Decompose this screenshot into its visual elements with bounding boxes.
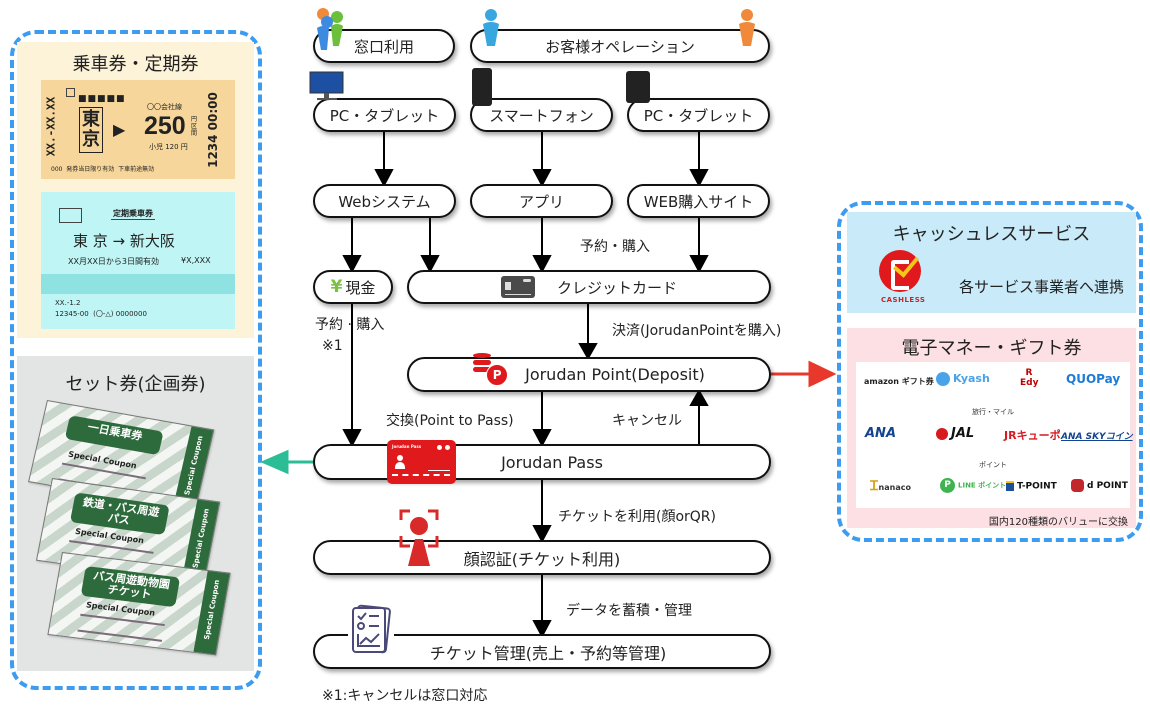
web-system-node[interactable]: Webシステム — [313, 184, 456, 218]
person-orange-icon — [736, 8, 758, 48]
pc-tablet-label-2: PC・タブレット — [643, 106, 754, 125]
people-group-icon — [313, 6, 349, 52]
pass-line2: 12345-00 (〇-△) 0000000 — [55, 310, 147, 318]
arrow-to-emoney — [771, 360, 837, 388]
emoney-panel: 電子マネー・ギフト券 amazon ギフト券 Kyash R Edy QUOPa… — [847, 328, 1136, 528]
cash-note-ref: ※1 — [322, 338, 343, 354]
exchange-label: 交換(Point to Pass) — [386, 413, 514, 429]
cancel-label: キャンセル — [612, 413, 682, 429]
points-label: ポイント — [979, 461, 1007, 469]
pass-card-label: Jorudan Pass — [392, 444, 422, 449]
pass-stripe — [41, 274, 235, 294]
t-point-logo: T-POINT — [1006, 481, 1057, 492]
set-ticket-title: セット券(企画券) — [65, 374, 206, 395]
pass-box — [59, 208, 82, 223]
quopay-logo: QUOPay — [1066, 372, 1121, 386]
kyash-logo: Kyash — [936, 372, 990, 386]
customer-node[interactable]: お客様オペレーション — [470, 29, 770, 63]
ticket-unit: 円区間 — [191, 116, 198, 137]
jorudan-pass-card-icon: Jorudan Pass — [387, 440, 456, 484]
pc-tablet-node-1[interactable]: PC・タブレット — [313, 98, 456, 132]
ticket-company: 〇〇会社線 — [147, 103, 182, 111]
jorudan-pass-label: Jorudan Pass — [501, 452, 603, 472]
reserve-purchase-label: 予約・購入 — [580, 239, 650, 255]
nanaco-logo: Ꮖnanaco — [870, 479, 911, 494]
jr-kyupo-logo: JRキューポ — [1004, 429, 1061, 442]
ticket-child: 小児 120 円 — [149, 143, 188, 151]
store-data-label: データを蓄積・管理 — [566, 603, 692, 619]
arrows-black — [342, 131, 709, 639]
pass-heading: 定期乗車券 — [111, 209, 155, 220]
left-group-frame — [10, 30, 262, 690]
pc-tablet-label-1: PC・タブレット — [329, 106, 440, 125]
jorudan-point-label: Jorudan Point(Deposit) — [525, 365, 705, 384]
right-group-frame — [837, 201, 1143, 542]
cashless-title: キャッシュレスサービス — [892, 224, 1091, 245]
counter-label: 窓口利用 — [353, 37, 414, 56]
pass-price: ¥X,XXX — [181, 256, 211, 265]
cashless-text: 各サービス事業者へ連携 — [959, 278, 1125, 296]
face-recognition-icon — [399, 509, 439, 568]
train-ticket: XX.-XX.XX ■■■■■ 東京 ▶ 〇〇会社線 250 円区間 小児 12… — [41, 80, 235, 179]
smartphone-label: スマートフォン — [489, 106, 594, 125]
emoney-title: 電子マネー・ギフト券 — [901, 338, 1082, 359]
jal-logo: JAL — [936, 426, 974, 441]
commuter-pass: 定期乗車券 東 京 → 新大阪 XX月XX日から3日間有効 ¥X,XXX XX.… — [41, 192, 235, 329]
cash-label: 現金 — [345, 278, 376, 297]
footnote: ※1:キャンセルは窓口対応 — [322, 688, 488, 704]
emoney-logos-box: amazon ギフト券 Kyash R Edy QUOPay 旅行・マイル AN… — [856, 362, 1133, 508]
arrow-right-icon: ▶ — [113, 120, 126, 139]
use-ticket-label: チケットを利用(顔orQR) — [558, 509, 716, 525]
yen-icon: ¥ — [330, 277, 343, 297]
pass-validity: XX月XX日から3日間有効 — [68, 257, 160, 266]
edy-logo: R Edy — [1020, 368, 1039, 388]
credit-card-label: クレジットカード — [556, 278, 677, 297]
monitor-icon — [309, 71, 345, 103]
jorudan-point-node[interactable]: P Jorudan Point(Deposit) — [407, 352, 771, 392]
app-node[interactable]: アプリ — [470, 184, 613, 218]
travel-label: 旅行・マイル — [972, 408, 1014, 416]
person-blue-icon — [480, 8, 502, 48]
customer-label: お客様オペレーション — [545, 37, 695, 56]
cashless-logo-text: CASHLESS — [881, 296, 926, 304]
credit-card-icon — [500, 276, 535, 298]
cash-node[interactable]: ¥ 現金 — [313, 270, 393, 304]
app-label: アプリ — [518, 192, 564, 211]
face-auth-label: 顔認証(チケット利用) — [463, 549, 621, 569]
cashless-panel: キャッシュレスサービス CASHLESS 各サービス事業者へ連携 — [847, 212, 1136, 313]
ticket-footer: 000 発券当日限り有効 下車前途無効 — [51, 166, 155, 173]
web-purchase-label: WEB購入サイト — [643, 192, 754, 211]
web-purchase-node[interactable]: WEB購入サイト — [627, 184, 770, 218]
arrow-to-set-ticket — [260, 449, 315, 475]
amazon-gift-logo: amazon ギフト券 — [864, 377, 934, 386]
report-icon — [348, 604, 394, 656]
tickets-panel: 乗車券・定期券 XX.-XX.XX ■■■■■ 東京 ▶ 〇〇会社線 250 円… — [17, 42, 254, 338]
ticket-station: 東京 — [79, 107, 103, 153]
point-coins-icon: P — [473, 352, 513, 386]
face-auth-node[interactable]: 顔認証(チケット利用) — [313, 540, 771, 575]
web-system-label: Webシステム — [338, 192, 431, 211]
d-point-logo: d POINT — [1071, 479, 1128, 492]
cashless-logo-icon: CASHLESS — [877, 250, 926, 310]
ticket-price: 250 — [144, 112, 186, 140]
cash-note-reserve: 予約 · 購入 — [315, 317, 385, 333]
ana-logo: ANA — [865, 426, 897, 441]
pc-tablet-node-2[interactable]: PC・タブレット — [627, 98, 770, 132]
ticket-checkbox — [66, 88, 75, 97]
jorudan-pass-node[interactable]: Jorudan Pass — [313, 444, 771, 480]
credit-card-node[interactable]: クレジットカード — [407, 270, 771, 304]
ticket-squares: ■■■■■ — [78, 94, 126, 104]
tickets-title: 乗車券・定期券 — [72, 54, 199, 75]
pass-route: 東 京 → 新大阪 — [73, 232, 175, 250]
ticket-mgmt-label: チケット管理(売上・予約等管理) — [429, 643, 667, 663]
pass-line1: XX.-1.2 — [55, 299, 81, 307]
ana-sky-coin-logo: ANA SKYコイン — [1061, 432, 1133, 442]
exchange-note: 国内120種類のバリューに交換 — [988, 517, 1128, 528]
smartphone-node[interactable]: スマートフォン — [470, 98, 613, 132]
settlement-label: 決済(JorudanPointを購入) — [612, 323, 782, 339]
smartphone-icon — [471, 67, 493, 107]
tablet-icon — [625, 70, 651, 104]
